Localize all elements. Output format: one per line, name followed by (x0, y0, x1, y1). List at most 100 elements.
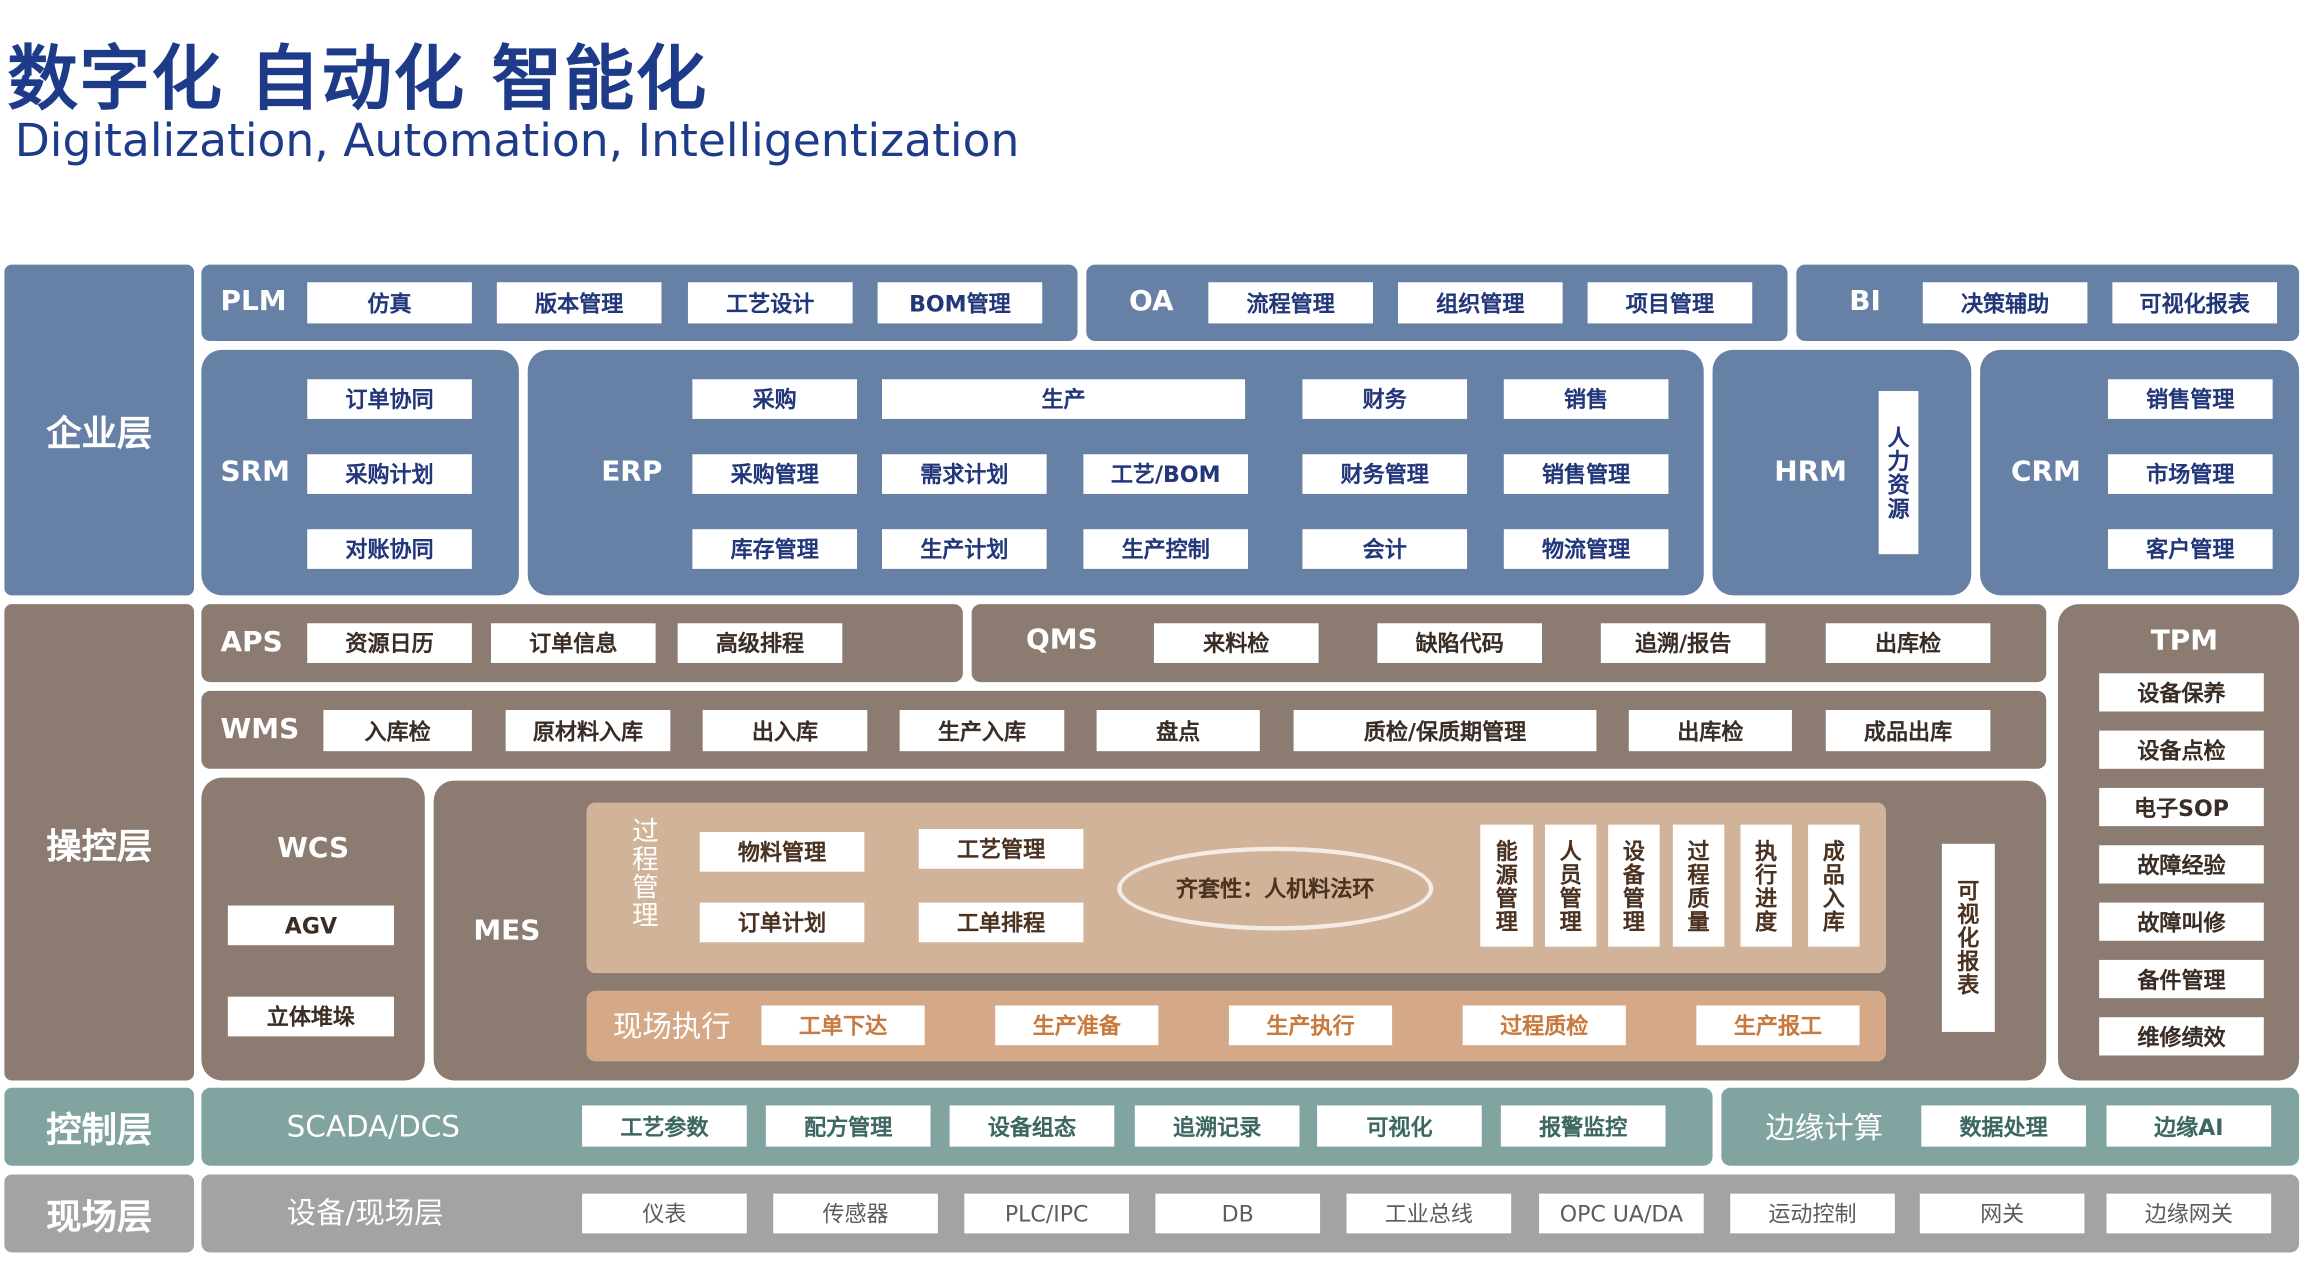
module-box[interactable]: 销售管理 (2107, 379, 2273, 419)
module-box[interactable]: 客户管理 (2107, 529, 2273, 569)
module-box[interactable]: 设备管理 (1608, 824, 1660, 947)
module-box[interactable]: 采购 (692, 379, 858, 419)
module-box[interactable]: 生产报工 (1696, 1005, 1860, 1046)
module-box[interactable]: 采购管理 (692, 454, 858, 494)
module-box[interactable]: 工单排程 (918, 902, 1084, 943)
module-box[interactable]: 销售 (1503, 379, 1669, 419)
mes-process-label: 过程管理 (627, 817, 659, 930)
module-box[interactable]: 工艺设计 (687, 282, 853, 324)
module-box[interactable]: 订单信息 (490, 623, 656, 663)
module-box[interactable]: OPC UA/DA (1539, 1193, 1704, 1234)
module-box[interactable]: 销售管理 (1503, 454, 1669, 494)
module-box[interactable]: 运动控制 (1730, 1193, 1895, 1234)
module-box[interactable]: 库存管理 (692, 529, 858, 569)
module-box[interactable]: 工艺参数 (582, 1105, 747, 1147)
module-box[interactable]: 可视化 (1317, 1105, 1482, 1147)
mes-label: MES (473, 914, 541, 947)
module-box[interactable]: 备件管理 (2099, 959, 2264, 999)
module-box[interactable]: 高级排程 (677, 623, 843, 663)
module-box[interactable]: 边缘网关 (2106, 1193, 2272, 1234)
field-label: 设备/现场层 (286, 1195, 444, 1231)
module-box[interactable]: 传感器 (773, 1193, 938, 1234)
module-box[interactable]: 维修绩效 (2099, 1017, 2264, 1056)
module-box[interactable]: 人员管理 (1544, 824, 1597, 947)
mes-exec-label: 现场执行 (612, 1008, 731, 1044)
module-box[interactable]: 会计 (1302, 529, 1468, 569)
page-title: 数字化 自动化 智能化 (7, 38, 708, 121)
module-box[interactable]: PLC/IPC (964, 1193, 1129, 1234)
module-box[interactable]: 工业总线 (1346, 1193, 1512, 1234)
oa-label: OA (1128, 285, 1174, 318)
module-box[interactable]: 报警监控 (1500, 1105, 1666, 1147)
module-box[interactable]: 网关 (1919, 1193, 2085, 1234)
module-box[interactable]: 订单计划 (699, 902, 865, 943)
module-box[interactable]: 原材料入库 (505, 710, 671, 752)
module-box[interactable]: 生产控制 (1083, 529, 1249, 569)
module-box[interactable]: 财务管理 (1302, 454, 1468, 494)
module-box[interactable]: 边缘AI (2106, 1105, 2272, 1147)
module-box[interactable]: 故障叫修 (2099, 902, 2264, 941)
module-box[interactable]: 可视化报表 (2112, 282, 2278, 324)
module-box[interactable]: 能源管理 (1480, 824, 1534, 947)
module-box[interactable]: 组织管理 (1397, 282, 1563, 324)
module-box[interactable]: 立体堆垛 (227, 996, 394, 1037)
module-box[interactable]: 出库检 (1628, 710, 1792, 752)
module-box[interactable]: 人力资源 (1878, 391, 1919, 555)
module-box[interactable]: 采购计划 (307, 454, 472, 494)
module-box[interactable]: 追溯/报告 (1600, 623, 1766, 663)
page-subtitle: Digitalization, Automation, Intelligenti… (14, 114, 1020, 168)
module-box[interactable]: 物流管理 (1503, 529, 1669, 569)
module-box[interactable]: 决策辅助 (1922, 282, 2088, 324)
module-box[interactable]: 执行进度 (1740, 824, 1792, 947)
module-box[interactable]: 出库检 (1825, 623, 1991, 663)
module-box[interactable]: 财务 (1302, 379, 1468, 419)
module-box[interactable]: 生产入库 (899, 710, 1065, 752)
module-box[interactable]: 仿真 (307, 282, 472, 324)
module-box[interactable]: 资源日历 (307, 623, 472, 663)
module-box[interactable]: 配方管理 (765, 1105, 931, 1147)
module-box[interactable]: 来料检 (1153, 623, 1319, 663)
module-box[interactable]: 流程管理 (1208, 282, 1373, 324)
module-box[interactable]: 过程质检 (1462, 1005, 1626, 1046)
module-box[interactable]: 数据处理 (1921, 1105, 2086, 1147)
module-box[interactable]: 设备保养 (2099, 673, 2264, 712)
hrm-label: HRM (1774, 455, 1847, 489)
module-box[interactable]: DB (1155, 1193, 1321, 1234)
module-box[interactable]: 可视化报表 (1941, 843, 1995, 1032)
module-box[interactable]: 生产计划 (882, 529, 1047, 569)
module-box[interactable]: 需求计划 (882, 454, 1047, 494)
module-box[interactable]: 设备点检 (2099, 730, 2264, 769)
module-box[interactable]: 市场管理 (2107, 454, 2273, 494)
module-box[interactable]: 出入库 (702, 710, 868, 752)
module-box[interactable]: 工艺/BOM (1083, 454, 1249, 494)
plm-label: PLM (220, 285, 287, 318)
module-box[interactable]: 生产执行 (1228, 1005, 1393, 1046)
module-box[interactable]: 入库检 (323, 710, 472, 752)
module-box[interactable]: 设备组态 (949, 1105, 1115, 1147)
module-box[interactable]: 版本管理 (496, 282, 662, 324)
module-box[interactable]: 生产准备 (995, 1005, 1159, 1046)
module-box[interactable]: BOM管理 (877, 282, 1043, 324)
module-box[interactable]: 对账协同 (307, 529, 472, 569)
module-box[interactable]: 追溯记录 (1134, 1105, 1300, 1147)
module-box[interactable]: 缺陷代码 (1377, 623, 1543, 663)
srm-label: SRM (220, 455, 290, 489)
module-box[interactable]: 成品出库 (1825, 710, 1991, 752)
module-box[interactable]: 工单下达 (761, 1005, 925, 1046)
module-box[interactable]: 生产 (882, 379, 1246, 419)
module-box[interactable]: 工艺管理 (918, 829, 1084, 869)
module-box[interactable]: 物料管理 (699, 832, 865, 872)
module-box[interactable]: 仪表 (582, 1193, 747, 1234)
module-box[interactable]: 故障经验 (2099, 845, 2264, 884)
module-box[interactable]: 订单协同 (307, 379, 472, 419)
module-box[interactable]: 过程质量 (1672, 824, 1725, 947)
tpm-label: TPM (2150, 624, 2219, 658)
module-box[interactable]: 盘点 (1096, 710, 1260, 752)
module-box[interactable]: 成品入库 (1808, 824, 1860, 947)
module-box[interactable]: 电子SOP (2099, 787, 2264, 827)
module-box[interactable]: 质检/保质期管理 (1293, 710, 1597, 752)
hrm-panel (1712, 349, 1972, 596)
module-box[interactable]: AGV (227, 905, 394, 946)
module-box[interactable]: 项目管理 (1587, 282, 1753, 324)
